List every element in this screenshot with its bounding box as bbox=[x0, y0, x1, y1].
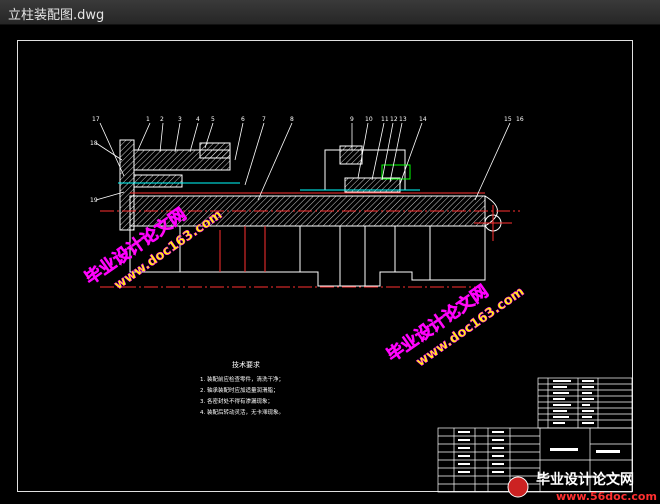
tech-requirement-line: 3. 各密封处不得有渗漏现象； bbox=[200, 397, 273, 405]
part-label: 15 bbox=[504, 116, 512, 123]
part-label: 2 bbox=[160, 116, 164, 123]
tech-requirement-line: 1. 装配前应检查零件，清洗干净； bbox=[200, 375, 284, 383]
title-block-entries bbox=[458, 431, 620, 473]
part-label: 16 bbox=[516, 116, 524, 123]
part-label: 17 bbox=[92, 116, 100, 123]
title-block bbox=[437, 427, 633, 493]
flange-assembly bbox=[118, 139, 240, 231]
part-label: 6 bbox=[241, 116, 245, 123]
footer-site-url: www.56doc.com bbox=[556, 490, 657, 503]
parts-list-table bbox=[537, 377, 633, 429]
part-label: 11 bbox=[381, 116, 389, 123]
leader-lines bbox=[95, 122, 511, 201]
window-title: 立柱装配图.dwg bbox=[8, 8, 105, 23]
parts-list-entries bbox=[553, 380, 594, 424]
part-label: 4 bbox=[196, 116, 200, 123]
footer-logo: 毕业设计论文网 www.56doc.com bbox=[507, 471, 657, 503]
part-label: 1 bbox=[146, 116, 150, 123]
part-label: 18 bbox=[90, 140, 98, 147]
part-label: 19 bbox=[90, 197, 98, 204]
part-label: 5 bbox=[211, 116, 215, 123]
tech-requirement-line: 2. 轴承装配时应加适量润滑脂； bbox=[200, 386, 279, 394]
part-label: 7 bbox=[262, 116, 266, 123]
drawing-viewport[interactable] bbox=[0, 25, 660, 504]
tech-requirements-title: 技术要求 bbox=[232, 360, 260, 369]
part-label: 10 bbox=[365, 116, 373, 123]
footer-site-cn: 毕业设计论文网 bbox=[536, 471, 634, 488]
part-label: 8 bbox=[290, 116, 294, 123]
part-label: 9 bbox=[350, 116, 354, 123]
part-label: 3 bbox=[178, 116, 182, 123]
shaft-body bbox=[100, 192, 520, 288]
part-label: 12 bbox=[390, 116, 398, 123]
title-bar: 立柱装配图.dwg bbox=[0, 0, 660, 25]
part-label: 13 bbox=[399, 116, 407, 123]
tech-requirement-line: 4. 装配后转动灵活，无卡滞现象。 bbox=[200, 408, 284, 416]
drawing-sheet-border bbox=[17, 40, 633, 492]
watermark-right: 毕业设计论文网 www.doc163.com bbox=[383, 280, 528, 370]
part-label: 14 bbox=[419, 116, 427, 123]
